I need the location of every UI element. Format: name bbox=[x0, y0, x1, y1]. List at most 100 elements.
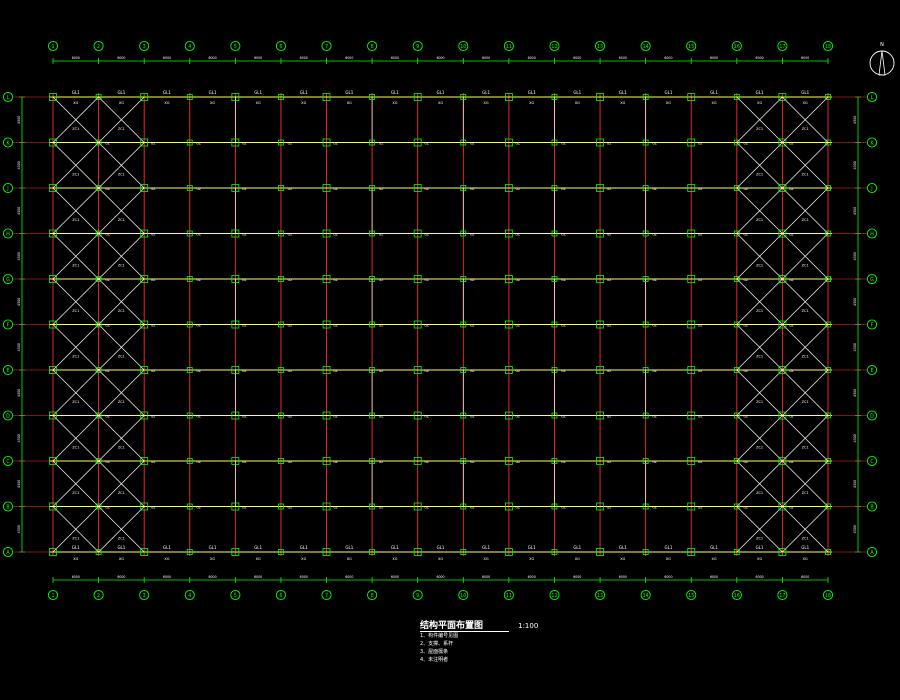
column-marker bbox=[49, 138, 57, 147]
brace-mark: ZC1 bbox=[72, 491, 79, 495]
row-bubble-left-H bbox=[2, 228, 14, 239]
column-mark: GZ bbox=[379, 278, 384, 282]
note-line-4: 4、未注明者 bbox=[420, 657, 449, 663]
brace-mark: ZC1 bbox=[756, 309, 763, 313]
column-mark: GZ bbox=[789, 187, 794, 191]
column-marker bbox=[596, 229, 604, 238]
column-marker bbox=[186, 185, 193, 191]
column-mark: GZ bbox=[242, 506, 247, 510]
bottom-beam-label: GL1 bbox=[72, 545, 80, 550]
column-marker bbox=[825, 185, 831, 191]
brace-mark: ZC1 bbox=[802, 536, 809, 540]
column-bubble-bottom-11 bbox=[503, 589, 514, 601]
brace-line bbox=[52, 324, 99, 371]
column-bubble-top-15-label: 15 bbox=[688, 44, 694, 50]
bottom-beam-label: GL1 bbox=[345, 545, 353, 550]
column-marker bbox=[551, 185, 558, 191]
column-marker bbox=[140, 320, 149, 329]
column-mark: GZ bbox=[151, 142, 156, 146]
top-tie-label: XG bbox=[484, 101, 489, 105]
column-marker bbox=[186, 94, 193, 100]
column-bubble-bottom-17-label: 17 bbox=[779, 593, 785, 599]
top-tie-label: XG bbox=[301, 101, 306, 105]
column-marker bbox=[278, 185, 284, 191]
dimension-text-bottom: 6000 bbox=[117, 575, 125, 579]
brace-line bbox=[52, 233, 99, 280]
column-marker bbox=[49, 411, 57, 420]
dimension-text-top: 6000 bbox=[756, 56, 764, 60]
brace-mark: ZC1 bbox=[72, 354, 79, 358]
column-marker bbox=[778, 502, 787, 511]
column-bubble-top-12 bbox=[549, 40, 560, 52]
column-marker bbox=[369, 276, 376, 282]
column-marker bbox=[778, 138, 787, 147]
brace-line bbox=[782, 142, 829, 189]
column-bubble-top-16-label: 16 bbox=[734, 44, 740, 50]
top-beam-label: GL1 bbox=[163, 90, 171, 95]
column-marker bbox=[778, 411, 787, 420]
bottom-beam-label: GL1 bbox=[437, 545, 445, 550]
column-mark: GZ bbox=[105, 278, 110, 282]
column-marker bbox=[186, 549, 193, 555]
dimension-text-top: 6000 bbox=[391, 56, 399, 60]
column-marker bbox=[231, 184, 240, 192]
column-mark: GZ bbox=[607, 278, 612, 282]
brace-mark: ZC1 bbox=[72, 218, 79, 222]
column-marker bbox=[278, 276, 284, 282]
column-mark: GZ bbox=[333, 278, 338, 282]
column-mark: GZ bbox=[288, 506, 293, 510]
column-marker bbox=[322, 502, 331, 511]
bottom-beam-label: GL1 bbox=[665, 545, 673, 550]
column-mark: GZ bbox=[288, 415, 293, 419]
brace-mark: ZC1 bbox=[802, 491, 809, 495]
column-marker bbox=[551, 367, 558, 373]
brace-line bbox=[736, 96, 783, 143]
column-mark: GZ bbox=[607, 142, 612, 146]
row-bubble-left-G-label: G bbox=[6, 277, 10, 283]
column-marker bbox=[551, 549, 558, 555]
row-bubble-left-C bbox=[2, 455, 14, 467]
brace-mark: ZC1 bbox=[72, 536, 79, 540]
column-marker bbox=[186, 458, 193, 464]
column-marker bbox=[278, 503, 284, 510]
column-marker bbox=[733, 503, 740, 510]
column-mark: GZ bbox=[196, 233, 201, 237]
column-marker bbox=[95, 503, 102, 510]
brace-mark: ZC1 bbox=[756, 218, 763, 222]
top-tie-label: XG bbox=[119, 101, 124, 105]
column-mark: GZ bbox=[470, 369, 475, 373]
column-mark: GZ bbox=[333, 324, 338, 328]
column-marker bbox=[825, 549, 831, 555]
column-bubble-bottom-13 bbox=[595, 589, 606, 601]
column-mark: GZ bbox=[196, 142, 201, 146]
column-marker bbox=[687, 93, 696, 101]
column-marker bbox=[369, 185, 376, 191]
top-beam-label: GL1 bbox=[254, 90, 262, 95]
bottom-tie-label: XG bbox=[484, 557, 489, 561]
bottom-beam-label: GL1 bbox=[391, 545, 399, 550]
top-tie-label: XG bbox=[575, 101, 580, 105]
column-mark: GZ bbox=[607, 460, 612, 464]
column-mark: GZ bbox=[652, 278, 657, 282]
top-beam-label: GL1 bbox=[801, 90, 809, 95]
row-bubble-left-F bbox=[2, 319, 14, 330]
bottom-tie-label: XG bbox=[757, 557, 762, 561]
brace-line bbox=[782, 460, 829, 507]
column-bubble-bottom-5-label: 5 bbox=[234, 593, 237, 599]
column-bubble-top-18-label: 18 bbox=[825, 44, 831, 50]
dimension-text-right: 4500 bbox=[853, 207, 857, 215]
column-marker bbox=[322, 93, 331, 101]
dimension-text-right: 4500 bbox=[853, 480, 857, 488]
bottom-tie-label: XG bbox=[392, 557, 397, 561]
column-marker bbox=[551, 230, 558, 237]
column-mark: GZ bbox=[561, 506, 566, 510]
dimension-text-top: 6000 bbox=[208, 56, 216, 60]
brace-mark: ZC1 bbox=[118, 263, 125, 267]
dimension-text-top: 6000 bbox=[436, 56, 444, 60]
column-marker bbox=[95, 412, 102, 419]
column-bubble-top-15 bbox=[686, 40, 697, 52]
column-mark: GZ bbox=[242, 369, 247, 373]
column-marker bbox=[551, 94, 558, 100]
column-marker bbox=[778, 229, 787, 238]
column-marker bbox=[413, 184, 422, 192]
